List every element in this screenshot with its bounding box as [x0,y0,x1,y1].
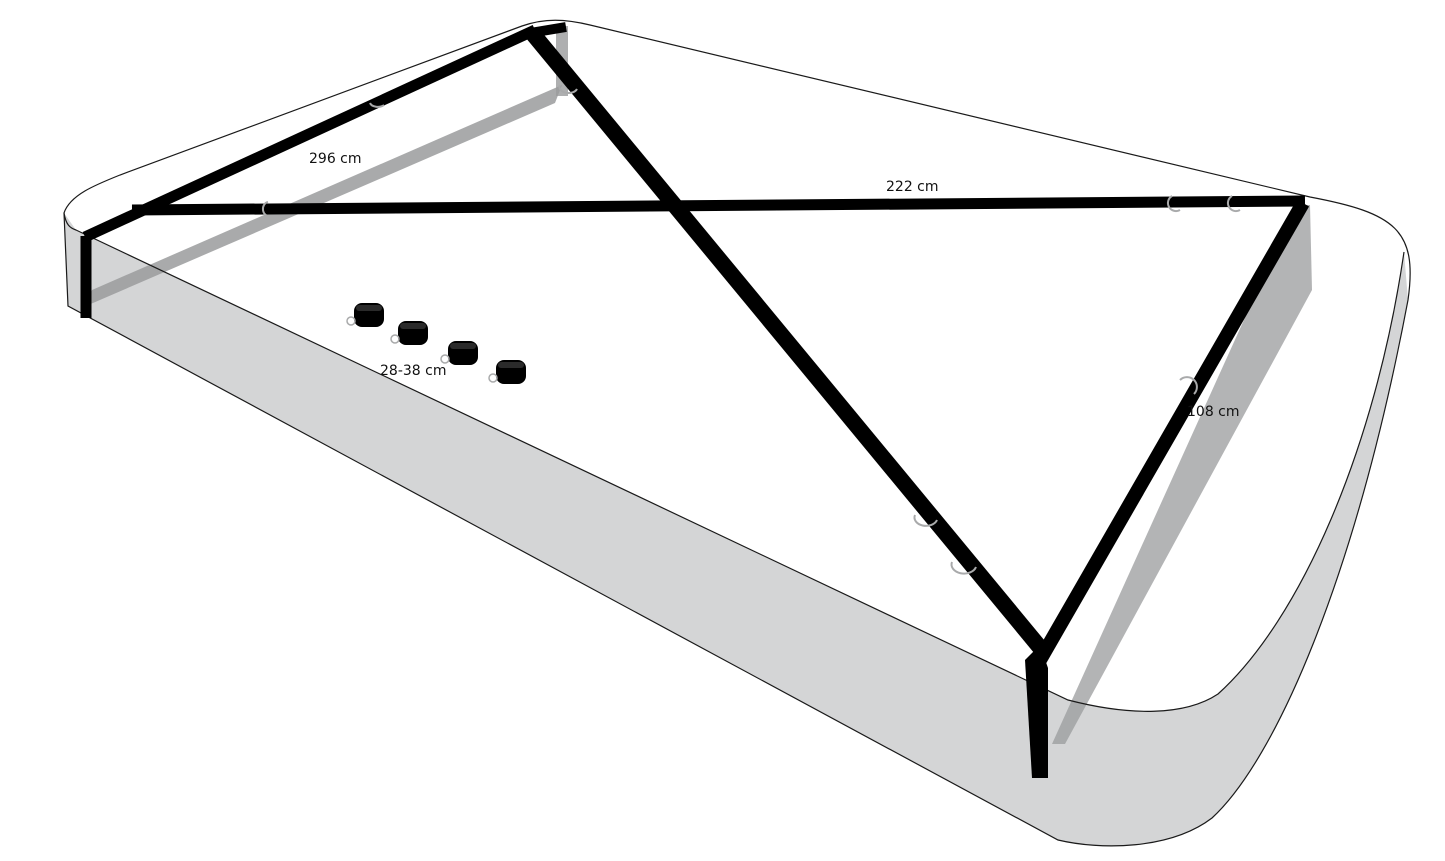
cuff-ring [346,316,356,326]
strap-shadow-right-side [1052,205,1312,744]
strap-108 [1033,199,1310,664]
cuff-ring [488,373,498,383]
cuff-icon [390,321,428,345]
label-108-cm: 108 cm [1187,404,1240,420]
cuff-band [356,305,382,311]
strap-shadow-back-left [86,85,562,306]
cuff-band [450,343,476,349]
d-rings [261,84,1241,575]
mattress-side-panel [64,213,1408,846]
label-296-cm: 296 cm [309,151,362,167]
strap-222 [131,195,1306,216]
d-ring-icon [1179,376,1198,395]
strap-bottom-drop [1025,645,1048,778]
d-ring-icon [913,514,938,527]
d-ring-icon [1166,195,1181,213]
strap-296 [82,25,538,242]
d-ring-icon [1226,195,1241,213]
d-ring-icon [950,561,977,575]
cuff-icon [488,360,526,384]
cuff-icon [346,303,384,327]
d-ring-icon [261,201,271,218]
cuff-band [400,323,426,329]
straps [80,22,1310,778]
mattress-outline [63,19,1411,847]
strap-diagonal [526,28,1049,656]
cuffs [346,303,526,384]
mattress-top-edge [63,212,1405,712]
cuff-band [498,362,524,368]
label-28-38-cm: 28-38 cm [380,363,446,379]
cuff-ring [440,354,450,364]
cuff-icon [440,341,478,365]
d-ring-icon [558,84,578,94]
cuff-ring [390,334,400,344]
label-222-cm: 222 cm [886,179,939,195]
d-ring-icon [369,102,385,108]
